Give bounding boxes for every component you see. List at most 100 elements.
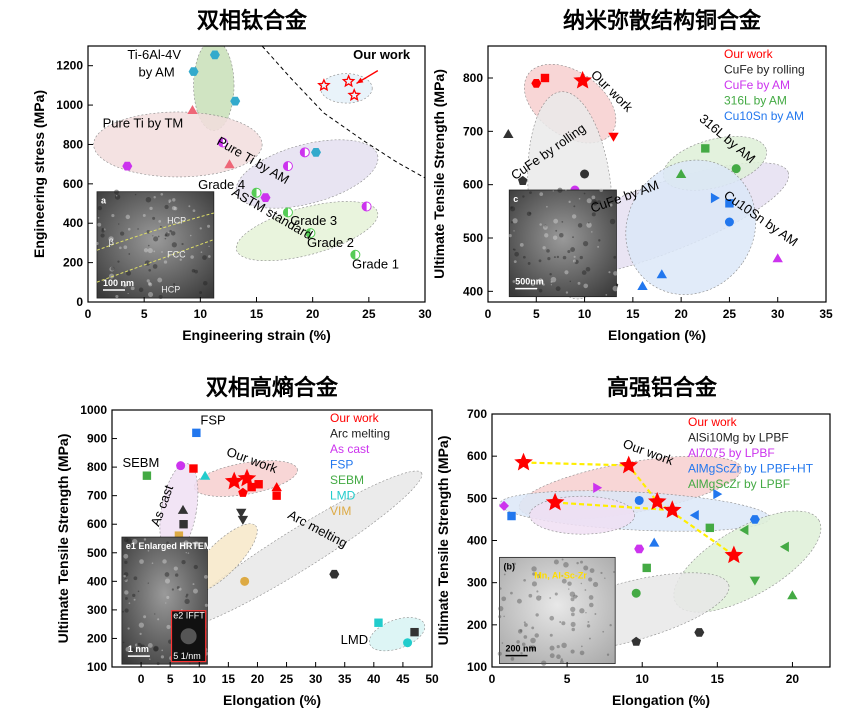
micrograph-grain [535,613,539,617]
micrograph-grain [570,597,575,602]
micrograph-grain [556,255,560,259]
micrograph-grain [100,233,105,238]
micrograph-grain [503,573,506,576]
micrograph-grain [577,281,581,285]
micrograph-grain [513,248,516,251]
data-point-triangle-right [713,488,723,500]
micrograph-grain [157,618,160,621]
data-point-square [142,471,152,480]
x-tick-label: 35 [819,307,833,321]
data-point-half-fill [362,201,367,211]
data-point-triangle [503,129,514,138]
micrograph-grain [157,277,163,283]
data-region [93,111,263,178]
micrograph-grain [559,621,562,623]
micrograph-grain [570,649,575,654]
x-tick-label: 30 [418,307,432,321]
x-tick-label: 5 [533,307,540,321]
data-point-triangle [787,590,798,600]
x-tick-label: 40 [367,672,381,686]
micrograph-grain [553,559,559,565]
micrograph-grain [124,560,128,565]
micrograph-grain [550,276,557,283]
region-label: Grade 3 [290,213,337,228]
micrograph-grain [165,232,170,237]
micrograph-grain [563,562,569,568]
micrograph-grain [162,559,167,564]
scale-bar-label: 1 nm [128,644,149,654]
data-point-pentagon [518,175,528,185]
legend-entry: Our work [688,415,738,429]
micrograph-grain [188,662,191,665]
micrograph-grain [149,658,151,660]
x-axis-label: Elongation (%) [612,692,710,708]
data-point-hexagon [531,79,542,88]
y-tick-label: 400 [463,284,483,298]
micrograph-grain [565,189,567,191]
micrograph-grain [516,598,522,604]
micrograph-grain [130,286,135,291]
legend-entry: AlMgScZr by LPBF+HT [688,462,814,476]
micrograph-grain [556,654,561,660]
micrograph-inset [96,191,215,299]
micrograph-grain [534,633,539,638]
x-tick-label: 20 [674,307,688,321]
data-region [235,139,379,209]
legend-entry: Our work [724,47,774,61]
micrograph-grain [101,229,105,233]
data-point-circle [403,638,413,648]
micrograph-grain [576,561,579,565]
micrograph-grain [526,211,532,217]
micrograph-grain [561,574,564,577]
data-point-star [619,455,639,474]
micrograph-inset [499,556,616,665]
data-point-half-fill [305,228,311,238]
legend-entry: AlSi10Mg by LPBF [688,431,789,445]
strength-ductility-boundary [261,46,425,179]
micrograph-grain [579,255,583,260]
micrograph-grain [561,642,567,649]
micrograph-grain [549,597,552,599]
x-tick-label: 10 [194,307,208,321]
legend-entry: Arc melting [330,427,390,441]
micrograph-grain [529,645,533,649]
micrograph-grain [159,225,162,228]
data-point-half-fill [283,161,288,171]
x-tick-label: 0 [485,307,492,321]
micrograph-grain [585,266,591,272]
micrograph-grain [187,552,190,554]
region-label: by AM [139,65,175,80]
micrograph-grain [592,581,599,588]
micrograph-grain [143,248,149,253]
y-tick-label: 800 [63,137,83,151]
data-point-circle [631,588,641,598]
micrograph-grain [537,278,544,284]
legend-entry: SEBM [330,473,364,487]
micrograph-grain [117,260,120,263]
micrograph-grain [110,266,115,271]
micrograph-grain [158,294,163,299]
data-point-square [705,523,715,533]
micrograph-grain [583,283,589,289]
micrograph-grain [613,271,618,276]
region-label: LMD [341,632,368,647]
data-point-circle [240,576,250,586]
x-tick-label: 5 [167,672,174,686]
y-tick-label: 500 [467,491,487,505]
data-point-star [545,492,565,511]
micrograph-grain [109,273,115,279]
data-point-hexagon [188,67,199,76]
micrograph-grain [510,221,514,224]
y-tick-label: 500 [463,231,483,245]
data-point-circle [731,164,741,174]
micrograph-grain [561,221,564,223]
micrograph-grain [147,643,153,648]
micrograph-grain [512,280,516,283]
data-point-square [701,144,710,153]
legend-entry: FSP [330,458,353,472]
data-point-square [192,428,201,438]
micrograph-grain [536,590,539,593]
micrograph-grain [542,283,545,286]
micrograph-grain [613,570,616,573]
micrograph-grain [597,245,600,248]
